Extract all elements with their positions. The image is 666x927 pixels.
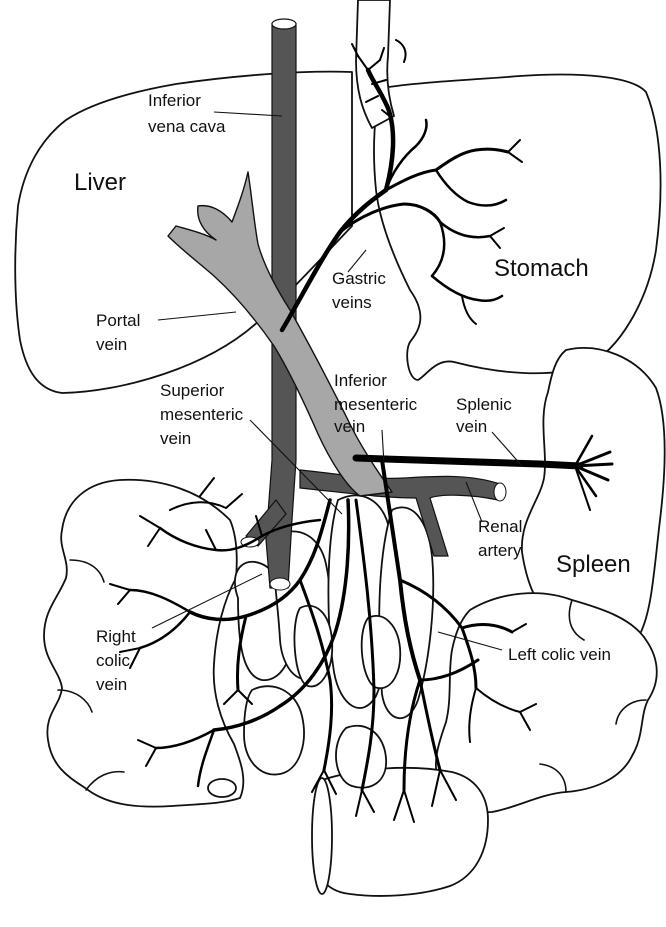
rectum-cut-end — [312, 778, 332, 894]
intestine-loop — [336, 726, 386, 788]
splenic-branch — [575, 464, 612, 466]
left-colic-vein-label: Left colic vein — [508, 645, 611, 664]
gastric-veins-label: Gastric veins — [332, 269, 391, 312]
spleen-label: Spleen — [556, 551, 631, 578]
intestine-loop — [244, 686, 304, 774]
stomach — [374, 75, 661, 380]
inferior-vena-cava-top-opening — [272, 19, 296, 29]
right-colon — [44, 480, 243, 807]
renal-artery-cut-end — [494, 483, 506, 501]
liver-label: Liver — [74, 169, 126, 196]
renal-artery-label: Renal artery — [478, 517, 527, 560]
stomach-label: Stomach — [494, 255, 589, 282]
rectum — [316, 768, 488, 896]
vena-cava-cut-end — [270, 578, 290, 590]
splenic-vein-label: Splenic vein — [456, 395, 517, 436]
inferior-mesenteric-vein-label: Inferior mesenteric vein — [334, 371, 422, 436]
superior-mesenteric-vein-label: Superior mesenteric vein — [160, 381, 248, 448]
right-colon-cut-end — [208, 779, 236, 797]
